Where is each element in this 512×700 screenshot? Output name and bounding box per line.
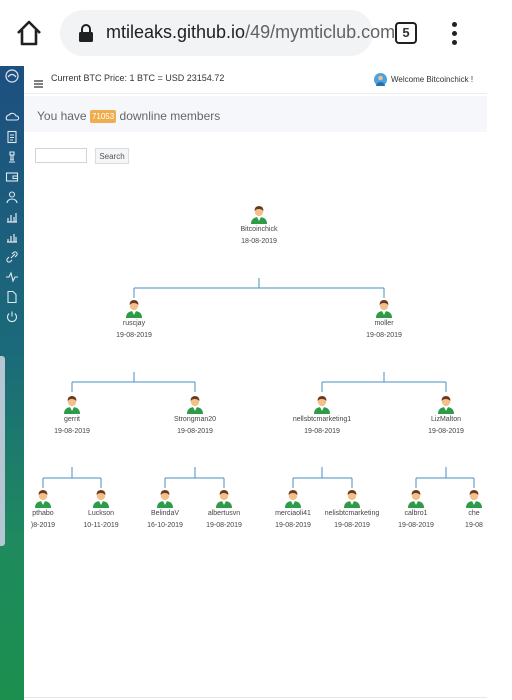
- member-name[interactable]: pthabo: [32, 510, 54, 517]
- browser-chrome: mtileaks.github.io/49/mymticlub.com 5: [0, 0, 487, 66]
- top-bar: Current BTC Price: 1 BTC = USD 23154.72 …: [24, 66, 487, 94]
- downline-count-badge: 71053: [89, 110, 117, 123]
- power-icon[interactable]: [5, 310, 19, 324]
- tree-node[interactable]: albertusvn 19-08-2019: [186, 488, 262, 529]
- search-input[interactable]: [35, 148, 87, 163]
- member-name[interactable]: Luckson: [87, 510, 115, 517]
- member-join-date: 19-08-2019: [304, 428, 340, 435]
- member-name[interactable]: BelindaV: [150, 510, 180, 517]
- url-path: /49/mymticlub.com: [245, 22, 396, 42]
- bar-chart-icon[interactable]: [5, 210, 19, 224]
- tree-node[interactable]: BelindaV 16-10-2019: [127, 488, 203, 529]
- tab-switcher-button[interactable]: 5: [395, 22, 417, 44]
- member-join-date: 19-08-2019: [116, 332, 152, 339]
- member-avatar-icon: [93, 490, 109, 508]
- downline-text: You have 71053 downline members: [37, 109, 220, 123]
- sidebar: [0, 66, 24, 700]
- bar-chart-2-icon[interactable]: [5, 230, 19, 244]
- tree-node[interactable]: calbro1 19-08-2019: [378, 488, 454, 529]
- member-join-date: 19-08-2019: [54, 428, 90, 435]
- member-name[interactable]: nellsbtcmarketing1: [292, 416, 352, 423]
- member-join-date: 19-08-2019: [334, 522, 370, 529]
- member-avatar-icon: [216, 490, 232, 508]
- tree-node[interactable]: ruscjay 19-08-2019: [96, 298, 172, 339]
- member-join-date: 19-08: [465, 522, 483, 529]
- member-join-date: )8-2019: [30, 522, 56, 529]
- member-avatar-icon: [408, 490, 424, 508]
- logo-icon[interactable]: [5, 69, 19, 83]
- member-avatar-icon: [35, 490, 51, 508]
- document-icon[interactable]: [5, 130, 19, 144]
- wallet-icon[interactable]: [5, 170, 19, 184]
- hamburger-menu-icon[interactable]: [34, 75, 43, 88]
- btc-price-text: Current BTC Price: 1 BTC = USD 23154.72: [51, 73, 225, 83]
- url-text[interactable]: mtileaks.github.io/49/mymticlub.com: [106, 22, 395, 43]
- member-join-date: 19-08-2019: [275, 522, 311, 529]
- member-avatar-icon: [344, 490, 360, 508]
- member-name[interactable]: albertusvn: [207, 510, 241, 517]
- member-avatar-icon: [157, 490, 173, 508]
- member-name[interactable]: nelisbtcmarketing: [324, 510, 380, 517]
- downline-banner: You have 71053 downline members: [24, 96, 487, 132]
- member-avatar-icon: [126, 300, 142, 318]
- file-icon[interactable]: [5, 290, 19, 304]
- home-icon[interactable]: [14, 18, 44, 48]
- member-join-date: 19-08-2019: [398, 522, 434, 529]
- cloud-icon[interactable]: [5, 110, 20, 124]
- activity-icon[interactable]: [5, 270, 19, 284]
- member-avatar-icon: [314, 396, 330, 414]
- member-join-date: 10-11-2019: [83, 522, 119, 529]
- tree-node[interactable]: Luckson 10-11-2019: [63, 488, 139, 529]
- member-avatar-icon: [466, 490, 482, 508]
- search-button[interactable]: Search: [95, 148, 129, 164]
- welcome-text: Welcome Bitcoinchick !: [391, 75, 474, 84]
- user-icon[interactable]: [5, 190, 19, 204]
- member-avatar-icon: [251, 206, 267, 224]
- address-bar[interactable]: mtileaks.github.io/49/mymticlub.com: [60, 10, 395, 56]
- member-avatar-icon: [64, 396, 80, 414]
- member-join-date: 19-08-2019: [428, 428, 464, 435]
- tree-node[interactable]: nellsbtcmarketing1 19-08-2019: [284, 394, 360, 435]
- page-bottom-border: [24, 697, 487, 698]
- user-avatar-icon[interactable]: [374, 73, 387, 86]
- member-name[interactable]: che: [468, 510, 480, 517]
- downline-suffix: downline members: [119, 109, 221, 123]
- tree-node[interactable]: merciaoli41 19-08-2019: [255, 488, 331, 529]
- member-name[interactable]: Bitcoinchick: [240, 226, 278, 233]
- url-domain: mtileaks.github.io: [106, 22, 246, 42]
- tree-node[interactable]: moller 19-08-2019: [346, 298, 422, 339]
- member-join-date: 19-08-2019: [366, 332, 402, 339]
- tree-node[interactable]: LizMalton 19-08-2019: [408, 394, 484, 435]
- member-name[interactable]: Strongman20: [173, 416, 217, 423]
- member-name[interactable]: LizMalton: [431, 416, 461, 423]
- member-name[interactable]: moller: [374, 320, 394, 327]
- tree-node[interactable]: pthabo )8-2019: [5, 488, 81, 529]
- member-name[interactable]: gerrit: [64, 416, 80, 423]
- tree-node[interactable]: che 19-08: [436, 488, 512, 529]
- tree-node[interactable]: nelisbtcmarketing 19-08-2019: [314, 488, 390, 529]
- tree-node[interactable]: gerrit 19-08-2019: [34, 394, 110, 435]
- member-join-date: 16-10-2019: [147, 522, 183, 529]
- tree-node[interactable]: Strongman20 19-08-2019: [157, 394, 233, 435]
- sidebar-scroll-handle[interactable]: [0, 356, 5, 546]
- member-join-date: 18-08-2019: [241, 238, 277, 245]
- member-avatar-icon: [376, 300, 392, 318]
- member-name[interactable]: merciaoli41: [275, 510, 311, 517]
- link-icon[interactable]: [5, 250, 19, 264]
- browser-menu-icon[interactable]: [446, 20, 462, 46]
- member-avatar-icon: [438, 396, 454, 414]
- member-avatar-icon: [285, 490, 301, 508]
- tree-node[interactable]: Bitcoinchick 18-08-2019: [221, 204, 297, 245]
- lock-icon: [78, 23, 94, 43]
- member-name[interactable]: ruscjay: [122, 320, 146, 327]
- member-name[interactable]: calbro1: [404, 510, 428, 517]
- member-join-date: 19-08-2019: [206, 522, 242, 529]
- member-join-date: 19-08-2019: [177, 428, 213, 435]
- chess-icon[interactable]: [5, 150, 19, 164]
- tree-connectors: [42, 278, 475, 488]
- member-avatar-icon: [187, 396, 203, 414]
- downline-prefix: You have: [37, 109, 87, 123]
